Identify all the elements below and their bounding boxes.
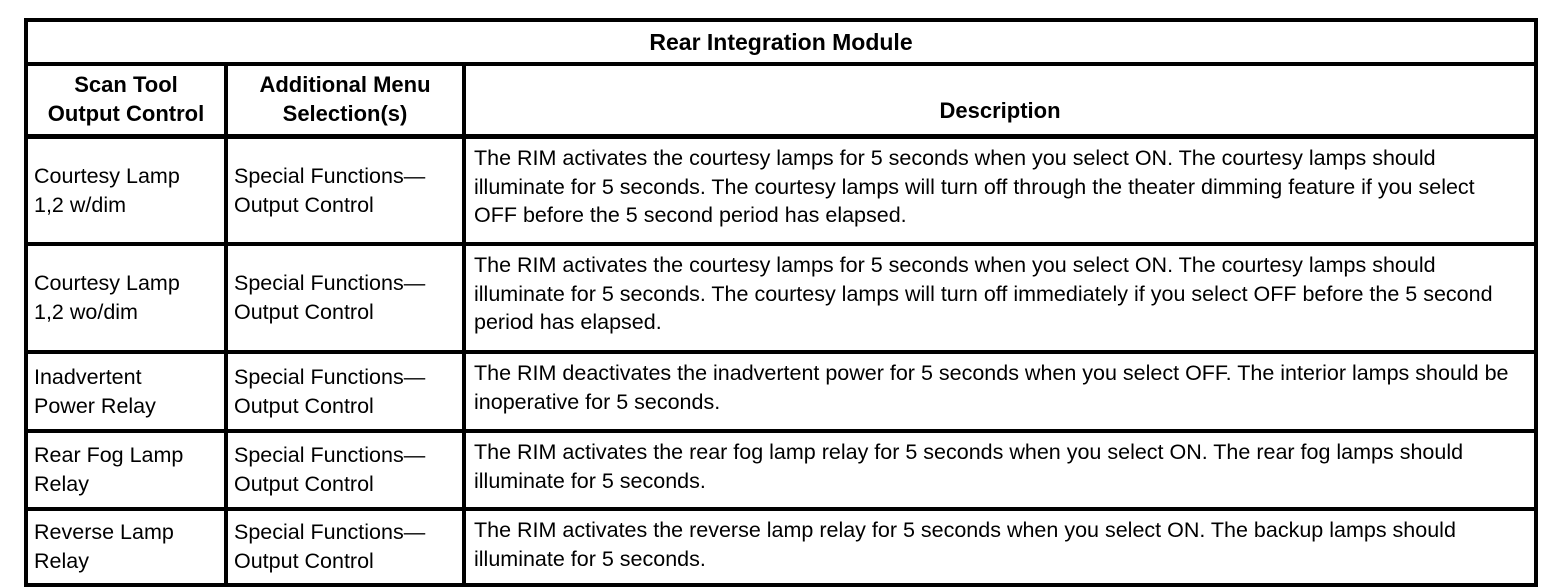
menu-selection-cell: Special Functions— Output Control [224, 242, 466, 354]
output-control-cell: Inadvertent Power Relay [24, 350, 228, 433]
menu-selection-cell: Special Functions— Output Control [224, 429, 466, 511]
menu-selection-cell: Special Functions— Output Control [224, 507, 466, 587]
table-row-rear-fog-lamp-relay: Rear Fog Lamp Relay Special Functions— O… [24, 429, 1538, 511]
output-control-cell: Courtesy Lamp 1,2 w/dim [24, 134, 228, 246]
menu-selection-cell: Special Functions— Output Control [224, 134, 466, 246]
output-control-cell: Courtesy Lamp 1,2 wo/dim [24, 242, 228, 354]
rear-integration-module-table: Rear Integration Module Scan Tool Output… [24, 18, 1538, 587]
output-control-cell: Rear Fog Lamp Relay [24, 429, 228, 511]
table-row-reverse-lamp-relay: Reverse Lamp Relay Special Functions— Ou… [24, 507, 1538, 587]
table-title-row: Rear Integration Module [24, 18, 1538, 66]
description-cell: The RIM activates the reverse lamp relay… [462, 507, 1538, 587]
column-header-additional-menu-selections: Additional Menu Selection(s) [224, 62, 466, 139]
table-header-row: Scan Tool Output Control Additional Menu… [24, 62, 1538, 139]
table-row-courtesy-lamp-w-dim: Courtesy Lamp 1,2 w/dim Special Function… [24, 134, 1538, 246]
table-title: Rear Integration Module [24, 18, 1538, 66]
description-cell: The RIM activates the courtesy lamps for… [462, 134, 1538, 246]
table-row-inadvertent-power-relay: Inadvertent Power Relay Special Function… [24, 350, 1538, 433]
column-header-scan-tool-output-control: Scan Tool Output Control [24, 62, 228, 139]
description-cell: The RIM activates the courtesy lamps for… [462, 242, 1538, 354]
column-header-description: Description [462, 62, 1538, 139]
description-cell: The RIM activates the rear fog lamp rela… [462, 429, 1538, 511]
table-row-courtesy-lamp-wo-dim: Courtesy Lamp 1,2 wo/dim Special Functio… [24, 242, 1538, 354]
description-cell: The RIM deactivates the inadvertent powe… [462, 350, 1538, 433]
output-control-cell: Reverse Lamp Relay [24, 507, 228, 587]
menu-selection-cell: Special Functions— Output Control [224, 350, 466, 433]
